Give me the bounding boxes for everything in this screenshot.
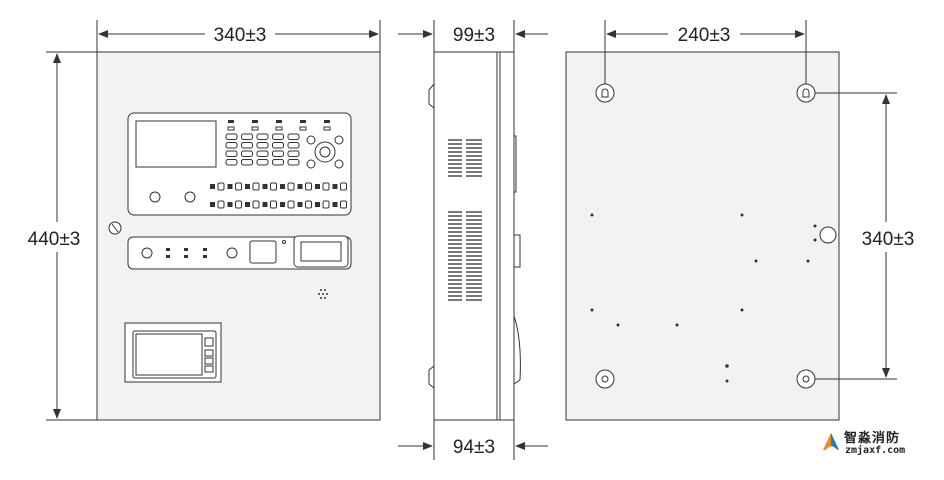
buzzer-grille xyxy=(318,289,328,299)
brand-logo-icon xyxy=(823,433,839,451)
ventilation-slots xyxy=(448,139,482,301)
printer-leds xyxy=(166,248,207,258)
watermark: 智淼消防 zmjaxf.com xyxy=(818,424,940,464)
mounting-hole-top-right xyxy=(796,83,816,103)
mounting-hole-top-left xyxy=(595,83,615,103)
printer-display xyxy=(249,240,277,264)
back-cabinet-outline xyxy=(565,51,840,421)
indicator-rows xyxy=(210,182,347,209)
back-vertical-spacing-label: 340±3 xyxy=(862,229,915,250)
brand-url: zmjaxf.com xyxy=(845,445,906,456)
small-holes xyxy=(590,213,817,383)
front-width-label: 340±3 xyxy=(214,25,267,46)
cable-entry xyxy=(819,226,837,244)
mounting-hole-bottom-left xyxy=(595,369,615,389)
back-horizontal-spacing-label: 240±3 xyxy=(678,25,731,46)
rotary-knob-left xyxy=(149,191,161,203)
brand-name: 智淼消防 xyxy=(844,431,901,446)
front-height-label: 440±3 xyxy=(28,229,81,250)
side-connector xyxy=(513,234,521,268)
mounting-hole-bottom-right xyxy=(796,369,816,389)
lcd-screen xyxy=(135,120,217,168)
navigation-pad xyxy=(306,135,344,169)
side-view xyxy=(398,20,548,460)
keypad-buttons xyxy=(225,120,331,166)
rotary-knob-right xyxy=(184,191,196,203)
side-top-depth-label: 99±3 xyxy=(453,25,495,46)
back-view xyxy=(565,20,897,421)
side-bottom-depth-label: 94±3 xyxy=(453,437,495,458)
front-view xyxy=(46,20,381,421)
